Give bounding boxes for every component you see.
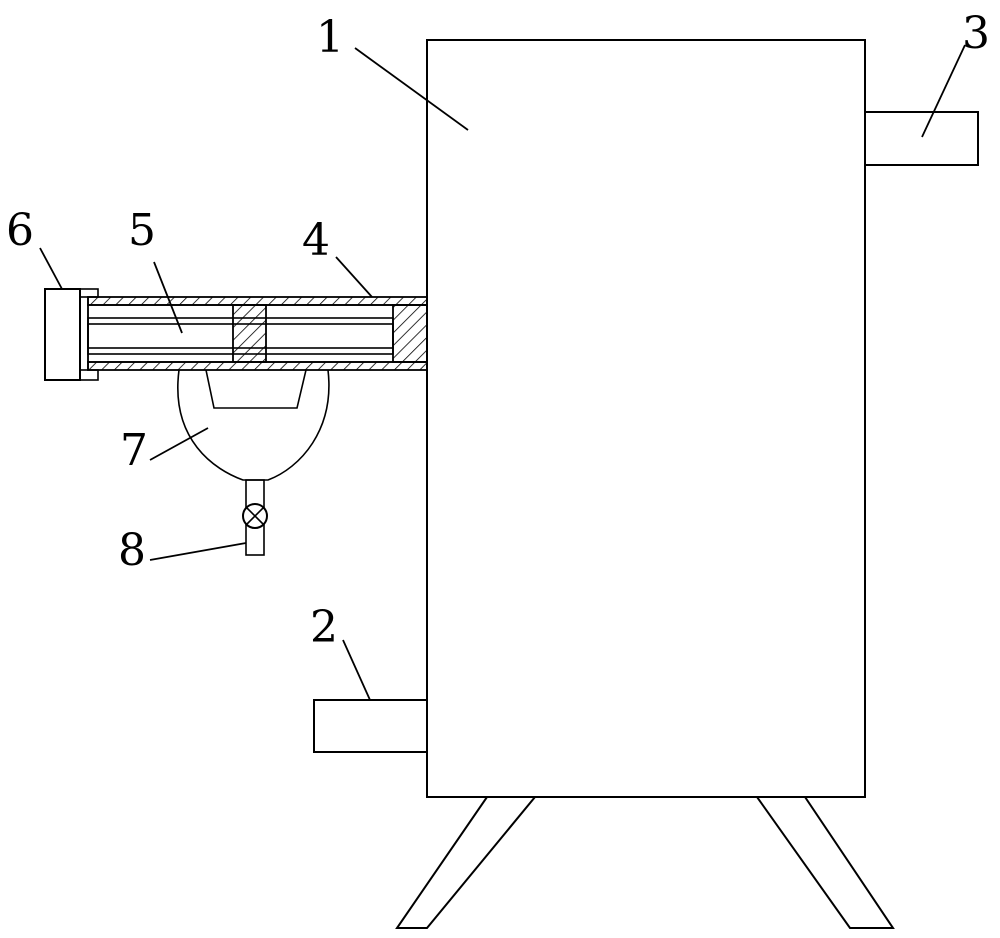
inlet-pipe xyxy=(313,699,428,753)
leader-line-2 xyxy=(342,639,371,701)
callout-7: 7 xyxy=(120,425,148,476)
leader-line-1 xyxy=(354,47,469,131)
leader-lines xyxy=(39,44,966,701)
callout-4: 4 xyxy=(302,215,330,266)
end-cap xyxy=(44,288,99,381)
rear-block xyxy=(392,304,428,363)
valve xyxy=(242,503,268,529)
end-cap-lip-top xyxy=(79,288,99,298)
sleeve-bottom-wall xyxy=(87,361,428,371)
main-body xyxy=(426,39,866,798)
hopper-outer xyxy=(177,369,330,481)
callout-5: 5 xyxy=(128,205,156,256)
callout-1: 1 xyxy=(316,12,344,63)
valve-cross xyxy=(246,507,264,525)
sleeve-assembly xyxy=(79,296,428,371)
leader-line-3 xyxy=(921,44,966,138)
leader-line-7 xyxy=(149,427,209,461)
callouts: 1 2 3 4 5 6 7 8 xyxy=(6,8,990,653)
leader-line-6 xyxy=(39,247,63,290)
callout-6: 6 xyxy=(6,205,34,256)
hopper-inner xyxy=(205,369,307,409)
outlet-pipe xyxy=(864,111,979,166)
leader-line-5 xyxy=(153,261,183,334)
callout-2: 2 xyxy=(310,602,338,653)
leader-line-8 xyxy=(149,542,247,561)
leader-line-4 xyxy=(335,256,373,298)
callout-3: 3 xyxy=(962,8,990,59)
left-leg xyxy=(395,796,538,929)
right-leg xyxy=(755,796,895,929)
sleeve-top-wall xyxy=(87,296,428,306)
callout-8: 8 xyxy=(118,525,146,576)
piston-block xyxy=(232,304,267,363)
end-cap-plate xyxy=(44,288,81,381)
end-cap-lip-bottom xyxy=(79,369,99,381)
legs xyxy=(395,796,895,929)
